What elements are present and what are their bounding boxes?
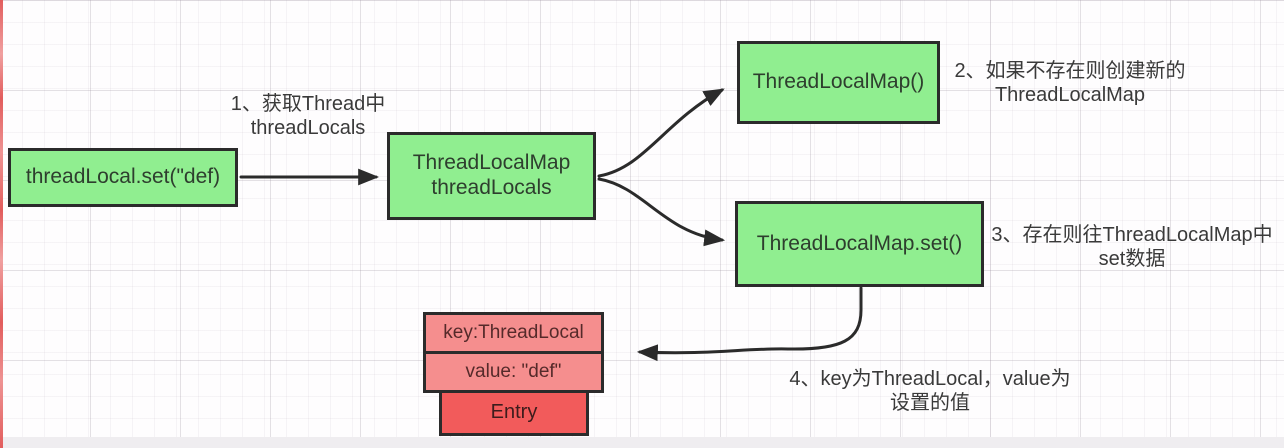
node-threadlocals-line1: ThreadLocalMap	[412, 151, 571, 175]
left-edge-red-line	[0, 0, 3, 448]
node-entry-value-label: value: "def"	[465, 360, 562, 382]
node-map-set-label: ThreadLocalMap.set()	[756, 231, 963, 255]
annotation-step4: 4、key为ThreadLocal，value为 设置的值	[765, 367, 1095, 415]
annotation-step3: 3、存在则往ThreadLocalMap中 set数据	[980, 223, 1284, 271]
node-threadlocalmap-threadlocals: ThreadLocalMap threadLocals	[387, 132, 596, 220]
node-entry-label: Entry	[490, 401, 538, 424]
annotation-step4-line2: 设置的值	[890, 392, 970, 414]
node-threadlocal-set-label: threadLocal.set("def)	[25, 165, 221, 189]
annotation-step2-line2: ThreadLocalMap	[994, 84, 1146, 106]
annotation-step3-line1: 3、存在则往ThreadLocalMap中	[991, 224, 1273, 246]
node-threadlocalmap-set: ThreadLocalMap.set()	[735, 201, 984, 287]
node-threadlocalmap-constructor: ThreadLocalMap()	[737, 41, 940, 124]
annotation-step2-line1: 2、如果不存在则创建新的	[954, 60, 1186, 82]
node-threadlocals-line2: threadLocals	[431, 176, 552, 199]
arrow-threadlocals-to-ctor	[597, 88, 725, 178]
annotation-step4-line1: 4、key为ThreadLocal，value为	[789, 368, 1071, 390]
node-entry-key: key:ThreadLocal	[423, 312, 604, 354]
annotation-step3-line2: set数据	[1098, 248, 1166, 270]
node-entry: Entry	[439, 390, 589, 436]
annotation-step1-line2: threadLocals	[250, 117, 366, 139]
node-entry-value: value: "def"	[423, 351, 604, 393]
arrow-threadlocals-to-set	[597, 177, 726, 247]
node-map-ctor-label: ThreadLocalMap()	[752, 70, 925, 94]
annotation-step1: 1、获取Thread中 threadLocals	[210, 92, 406, 140]
node-threadlocal-set: threadLocal.set("def)	[8, 148, 238, 207]
annotation-step1-line1: 1、获取Thread中	[230, 93, 386, 115]
annotation-step2: 2、如果不存在则创建新的 ThreadLocalMap	[945, 59, 1195, 107]
node-entry-key-label: key:ThreadLocal	[443, 321, 584, 343]
arrow-set-to-entry	[636, 286, 863, 362]
bottom-gray-bar	[0, 437, 1284, 448]
